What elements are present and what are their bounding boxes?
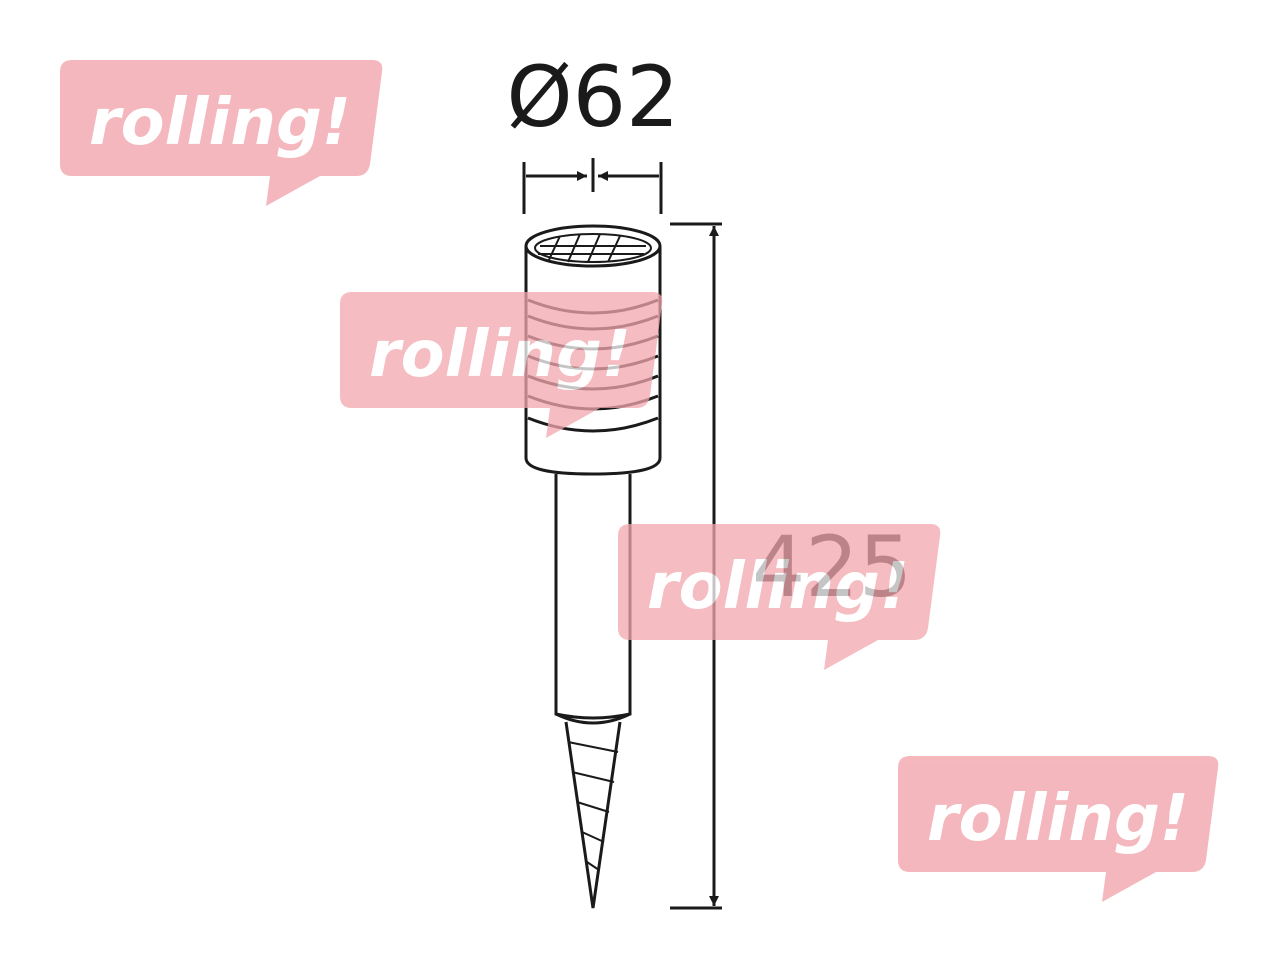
spike-thread [567, 741, 619, 871]
diameter-dimension [522, 158, 663, 214]
watermark-2: rolling! [340, 292, 663, 438]
watermark-4: rolling! [898, 756, 1219, 902]
watermark-text: rolling! [647, 550, 909, 624]
watermark-text: rolling! [369, 318, 631, 392]
watermark-text: rolling! [927, 782, 1189, 856]
watermark-1: rolling! [60, 60, 383, 206]
watermark-text: rolling! [89, 86, 351, 160]
solar-panel [534, 233, 652, 263]
lamp-top-cap [524, 224, 662, 268]
watermark-3: rolling! [618, 524, 941, 670]
stem-collar [555, 712, 631, 725]
diameter-label: Ø62 [506, 48, 679, 146]
lamp-head [524, 246, 662, 476]
ground-spike [564, 721, 622, 909]
solar-panel-cells [538, 233, 646, 263]
